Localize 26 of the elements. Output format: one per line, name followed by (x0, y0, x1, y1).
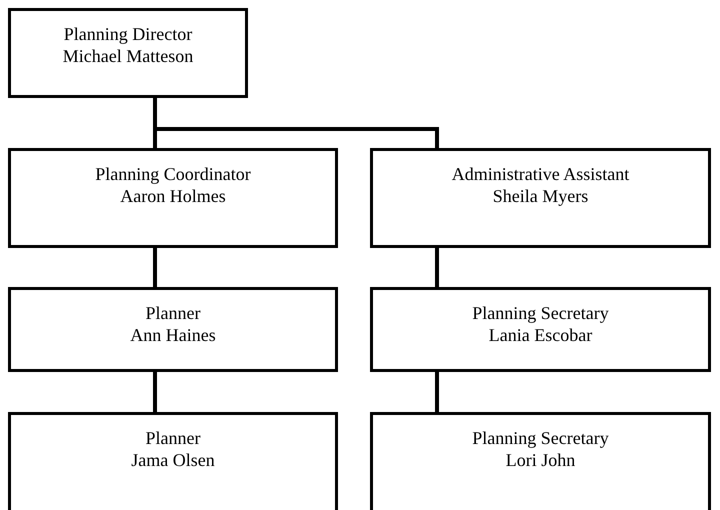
job-title: Planning Coordinator (95, 163, 251, 185)
position-box (370, 412, 711, 510)
person-name: Aaron Holmes (120, 185, 226, 207)
connector-line (153, 248, 157, 287)
job-title: Planner (146, 427, 200, 449)
person-name: Ann Haines (130, 324, 216, 346)
connector-line (435, 372, 439, 412)
job-title: Planning Secretary (472, 302, 609, 324)
job-title: Planning Secretary (472, 427, 609, 449)
person-name: Lori John (506, 449, 576, 471)
position-box (8, 287, 338, 372)
position-box (8, 148, 338, 248)
connector-line (153, 98, 439, 148)
connector-line (153, 372, 157, 412)
position-box (8, 412, 338, 510)
person-name: Michael Matteson (62, 45, 194, 67)
connector-line (435, 248, 439, 287)
position-box (370, 287, 711, 372)
person-name: Sheila Myers (492, 185, 588, 207)
person-name: Jama Olsen (131, 449, 215, 471)
person-name: Lania Escobar (488, 324, 592, 346)
job-title: Planning Director (64, 23, 192, 45)
job-title: Planner (146, 302, 200, 324)
position-box (370, 148, 711, 248)
job-title: Administrative Assistant (452, 163, 630, 185)
position-box (8, 8, 248, 98)
